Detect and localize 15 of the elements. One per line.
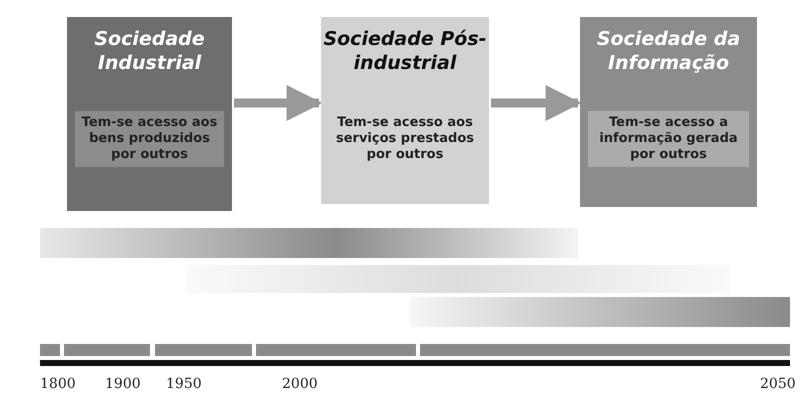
arrow [234, 85, 323, 121]
year-label: 1800 [40, 376, 76, 392]
stage-title: Sociedade Industrial [93, 27, 206, 75]
year-label: 2050 [760, 376, 796, 392]
stage-title: Sociedade Pós-industrial [323, 27, 487, 75]
year-label: 2000 [282, 376, 318, 392]
stage-description: Tem-se acesso a informação gerada por outros [588, 111, 749, 167]
stage-description: Tem-se acesso aos bens produzidos por outros [75, 111, 224, 167]
stage-title: Sociedade da Informação [596, 27, 742, 75]
arrow [491, 85, 582, 121]
year-label: 1900 [105, 376, 141, 392]
stage-box [321, 17, 489, 204]
year-label: 1950 [166, 376, 202, 392]
stage-box [580, 17, 757, 207]
stage-box [67, 17, 232, 211]
